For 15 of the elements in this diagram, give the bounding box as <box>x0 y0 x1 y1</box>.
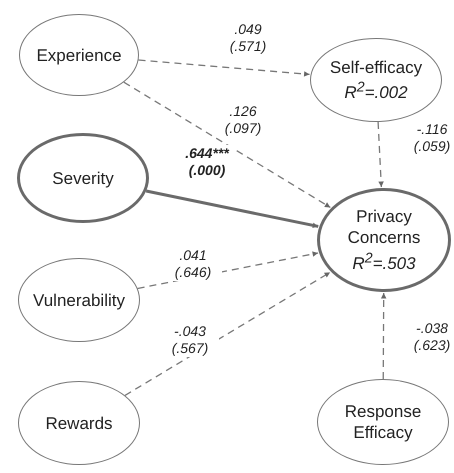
path-arrow <box>124 272 330 396</box>
construct-name: Self-efficacy <box>330 56 422 78</box>
path-arrow <box>138 59 310 77</box>
construct-name: Severity <box>52 168 114 188</box>
construct-name: Response Efficacy <box>344 401 422 443</box>
path-arrow <box>377 122 384 188</box>
construct-name: Vulnerability <box>33 290 125 310</box>
path-arrow <box>380 293 386 379</box>
construct-name: Experience <box>36 44 122 66</box>
r-squared-value: R$^{2}$=.503 <box>352 249 416 274</box>
r-squared-value: R$^{2}$=.002 <box>344 78 408 104</box>
construct-name: Rewards <box>45 412 113 434</box>
construct-name: Privacy Concerns <box>346 206 422 248</box>
path-arrow <box>146 190 319 228</box>
path-arrow <box>124 82 331 208</box>
